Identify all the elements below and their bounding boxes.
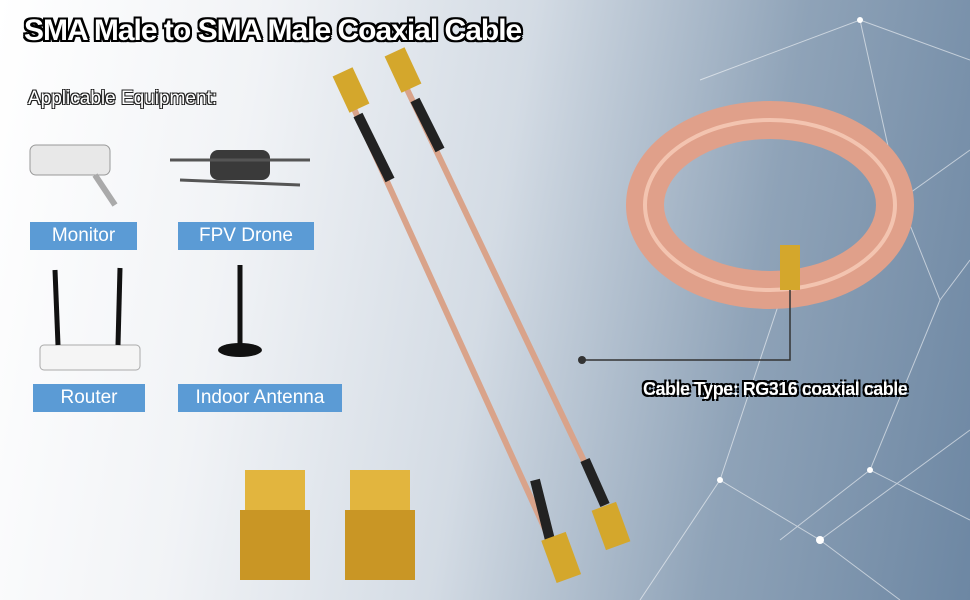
equipment-label-router: Router <box>33 384 145 412</box>
cable-1 <box>332 67 582 584</box>
cable-coil-image <box>626 101 914 309</box>
cable-type-label: Cable Type: RG316 coaxial cable <box>643 379 908 399</box>
equipment-label-monitor: Monitor <box>30 222 137 250</box>
page-title: SMA Male to SMA Male Coaxial Cable <box>24 14 522 47</box>
security-camera-icon <box>29 144 118 207</box>
equipment-heading: Applicable Equipment: <box>28 88 218 109</box>
equipment-label-indoor-antenna: Indoor Antenna <box>178 384 342 412</box>
sma-connectors-image <box>240 470 415 580</box>
router-icon <box>39 267 141 371</box>
drone-icon <box>170 150 310 187</box>
equipment-label-fpv-drone: FPV Drone <box>178 222 314 250</box>
antenna-icon <box>218 265 262 357</box>
pointer-line <box>582 290 791 361</box>
cable-2 <box>384 47 631 551</box>
